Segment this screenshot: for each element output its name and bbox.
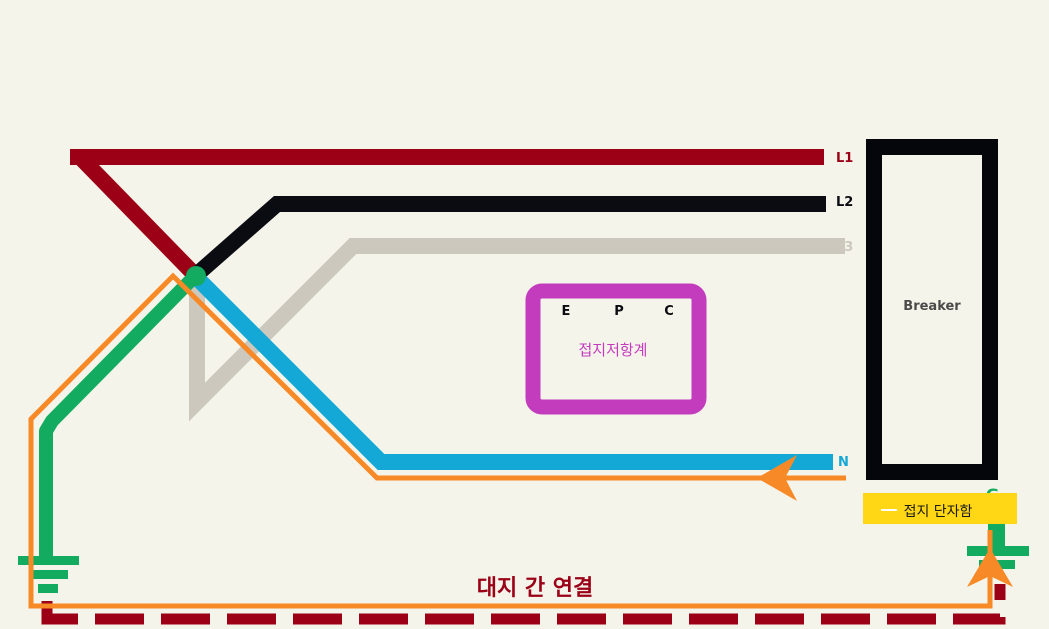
current-arrow-up <box>967 548 1013 587</box>
meter-terminal-p: P <box>614 304 624 319</box>
current-arrow-left <box>757 455 797 501</box>
earth-connection-line <box>41 584 1006 625</box>
l2-wire <box>189 196 826 283</box>
meter-terminal-c: C <box>664 304 674 319</box>
meter-terminal-e: E <box>562 304 571 319</box>
current-path <box>28 272 993 609</box>
terminal-box-label: 접지 단자함 <box>904 504 973 520</box>
terminal-box <box>863 493 1017 524</box>
l1-label: L1 <box>836 151 853 166</box>
g-wire-left <box>39 271 200 565</box>
breaker-box <box>866 139 998 480</box>
n-wire <box>189 270 833 470</box>
l3-wire <box>189 238 845 422</box>
n-label: N <box>838 455 849 470</box>
junction-node <box>186 266 206 286</box>
earth-connection-label: 대지 간 연결 <box>477 576 594 601</box>
l1-wire <box>70 149 824 281</box>
l3-label: L3 <box>836 240 853 255</box>
ground-resistance-meter <box>525 283 707 415</box>
meter-title: 접지저항계 <box>578 341 647 359</box>
l2-label: L2 <box>836 195 853 210</box>
ground-symbol-left <box>18 556 79 593</box>
breaker-label: Breaker <box>903 299 961 314</box>
